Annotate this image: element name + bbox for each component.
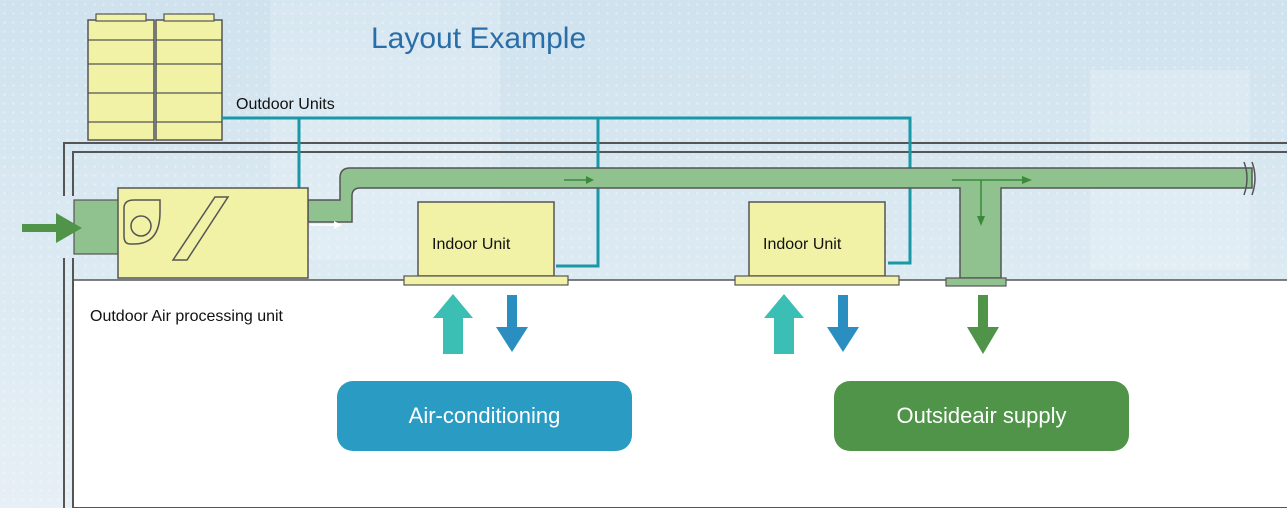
indoor-unit-2 — [734, 201, 900, 286]
supply-air-arrow — [827, 295, 859, 352]
indoor-unit-1 — [403, 201, 569, 286]
outdoor-unit-right — [155, 13, 223, 141]
page-title: Layout Example — [371, 22, 587, 55]
intake-duct — [73, 199, 121, 255]
duct-outlet-cap — [945, 277, 1007, 287]
indoor-unit-2-label: Indoor Unit — [763, 236, 842, 253]
supply-air-arrow — [496, 295, 528, 352]
outside-air-duct — [307, 167, 1253, 279]
duct-flow-arrow — [1022, 176, 1032, 184]
duct-flow-arrow — [977, 216, 985, 226]
air-conditioning-button[interactable]: Air-conditioning — [337, 381, 632, 451]
building-outline — [63, 142, 1287, 508]
indoor-unit-1-label: Indoor Unit — [432, 236, 511, 253]
outdoor-unit-left — [87, 13, 155, 141]
duct-break-icon — [1243, 161, 1256, 196]
duct-flow-arrow — [334, 221, 342, 229]
duct-flow-arrow — [586, 176, 594, 184]
return-air-arrow — [764, 294, 804, 354]
outside-air-supply-arrow — [967, 295, 999, 354]
outdoor-units-label: Outdoor Units — [236, 96, 335, 113]
return-air-arrow — [433, 294, 473, 354]
outdoor-air-processing-unit — [117, 187, 309, 279]
intake-arrow — [22, 213, 82, 243]
outdoor-air-processing-unit-label: Outdoor Air processing unit — [90, 308, 283, 325]
outside-air-supply-button[interactable]: Outsideair supply — [834, 381, 1129, 451]
